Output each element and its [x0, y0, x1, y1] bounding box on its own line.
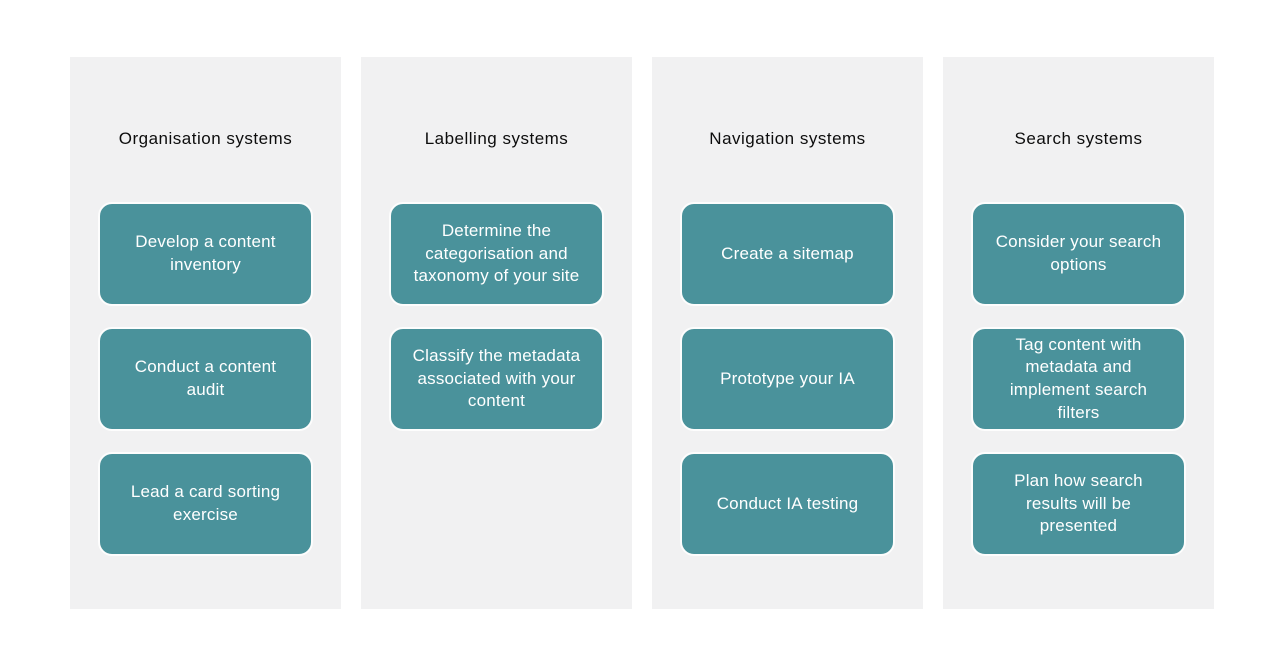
task-card-label: Prototype your IA — [720, 368, 855, 388]
task-card-label: Classify the metadata associated with yo… — [412, 346, 581, 411]
task-card-label: Create a sitemap — [721, 243, 854, 263]
board-column: Organisation systems Develop a content i… — [70, 57, 341, 609]
column-title: Navigation systems — [709, 129, 866, 148]
task-card[interactable]: Conduct a content audit — [98, 327, 313, 431]
board: Organisation systems Develop a content i… — [70, 57, 1214, 609]
column-title: Labelling systems — [424, 129, 569, 148]
board-column: Search systems Consider your search opti… — [943, 57, 1214, 609]
task-card[interactable]: Prototype your IA — [680, 327, 895, 431]
task-card-label: Tag content with metadata and implement … — [1009, 334, 1148, 422]
card-list: Develop a content inventory Conduct a co… — [98, 202, 313, 556]
task-card[interactable]: Tag content with metadata and implement … — [971, 327, 1186, 431]
board-column: Navigation systems Create a sitemap Prot… — [652, 57, 923, 609]
task-card-label: Conduct IA testing — [716, 493, 859, 513]
card-list: Consider your search options Tag content… — [971, 202, 1186, 556]
task-card-label: Conduct a content audit — [134, 357, 277, 399]
column-title: Search systems — [1014, 129, 1143, 148]
task-card-label: Determine the categorisation and taxonom… — [413, 221, 580, 286]
task-card[interactable]: Consider your search options — [971, 202, 1186, 306]
task-card[interactable]: Plan how search results will be presente… — [971, 452, 1186, 556]
board-column: Labelling systems Determine the categori… — [361, 57, 632, 609]
task-card-label: Plan how search results will be presente… — [1014, 471, 1143, 536]
card-list: Determine the categorisation and taxonom… — [389, 202, 604, 431]
column-title: Organisation systems — [118, 129, 293, 148]
task-card[interactable]: Lead a card sorting exercise — [98, 452, 313, 556]
task-card[interactable]: Conduct IA testing — [680, 452, 895, 556]
task-card-label: Consider your search options — [995, 232, 1162, 274]
task-card-label: Develop a content inventory — [135, 232, 276, 274]
task-card[interactable]: Develop a content inventory — [98, 202, 313, 306]
task-card[interactable]: Determine the categorisation and taxonom… — [389, 202, 604, 306]
task-card[interactable]: Create a sitemap — [680, 202, 895, 306]
task-card[interactable]: Classify the metadata associated with yo… — [389, 327, 604, 431]
task-card-label: Lead a card sorting exercise — [130, 482, 281, 524]
card-list: Create a sitemap Prototype your IA Condu… — [680, 202, 895, 556]
